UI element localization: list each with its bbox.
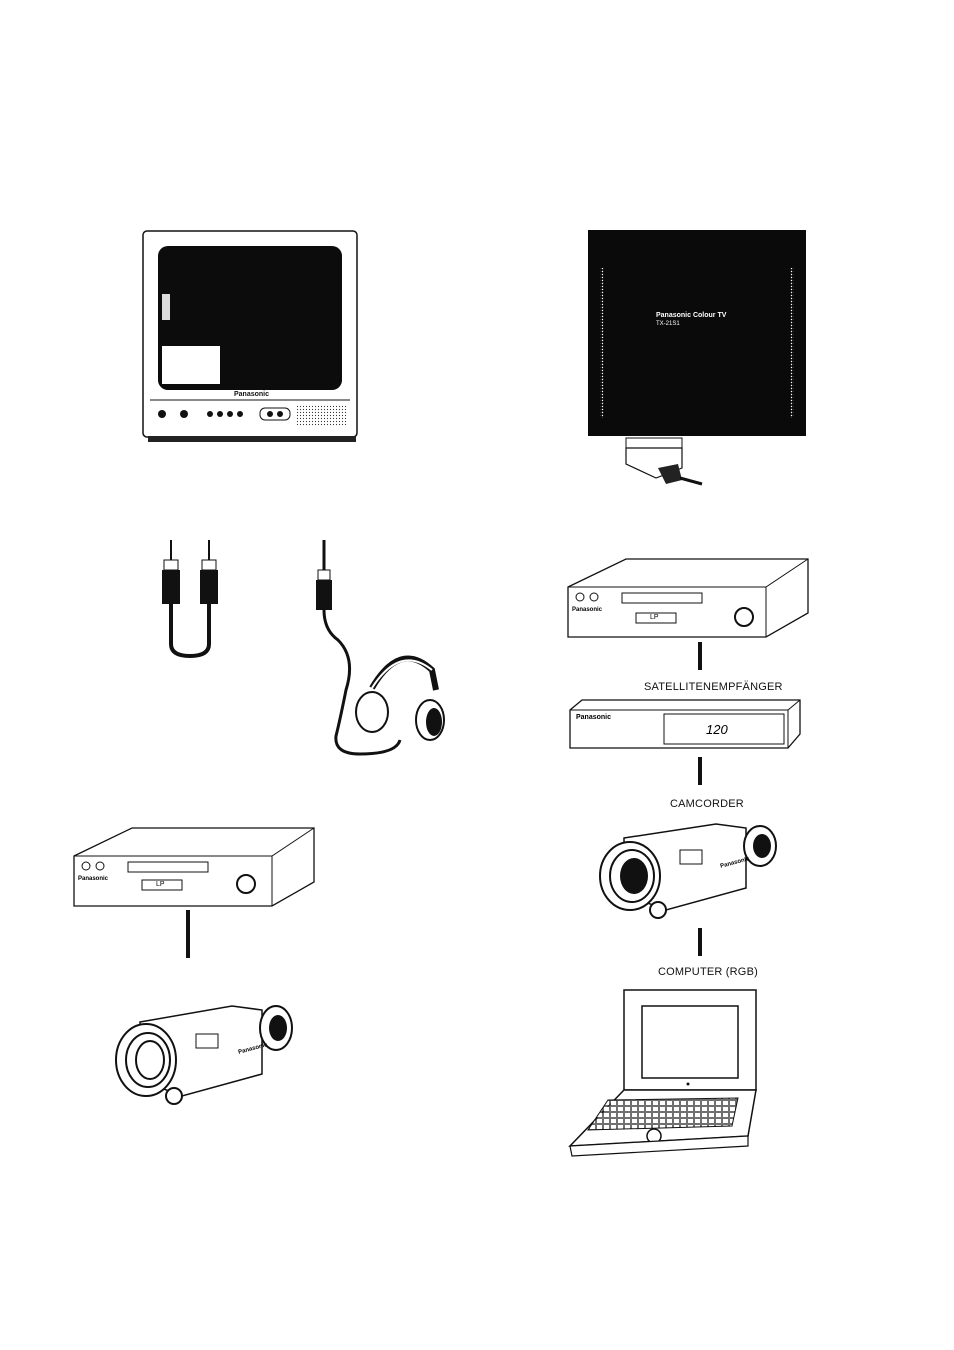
satellite-receiver: Panasonic 120 [568,698,802,750]
vcr-right-display: LP [650,614,659,621]
vcr-right: Panasonic LP [566,557,810,641]
tv-rear-illustration [586,228,808,490]
tv-rear-label-title: Panasonic Colour TV [656,312,736,320]
satellite-receiver-illustration [568,698,802,750]
connector-camcorder-computer [698,928,702,956]
vcr-left-illustration [72,826,316,910]
laptop-illustration [568,986,768,1162]
connector-vcr-satellite [698,642,702,670]
camcorder-left: Panasonic [110,996,296,1108]
headphones-illustration [300,540,450,768]
camcorder-left-illustration [110,996,296,1108]
connector-satellite-camcorder [698,757,702,785]
computer-label: COMPUTER (RGB) [658,966,758,978]
vcr-left: Panasonic LP [72,826,316,910]
vcr-left-brand: Panasonic [78,876,108,882]
headphones [300,540,450,768]
vcr-right-brand: Panasonic [572,607,602,613]
satellite-brand: Panasonic [576,714,611,721]
tv-front-illustration [140,228,360,450]
tv-front-brand: Panasonic [234,391,269,398]
camcorder-right-illustration [596,814,780,920]
vcr-right-illustration [566,557,810,641]
vcr-left-display: LP [156,881,165,888]
connector-vcr-camcorder-left [186,910,190,958]
tv-rear: Panasonic Colour TV TX-21S1 [586,228,808,490]
tv-rear-label-model: TX-21S1 [656,320,736,328]
rca-cable-illustration [150,540,230,660]
satellite-display: 120 [706,722,728,737]
tv-rear-label: Panasonic Colour TV TX-21S1 [656,312,736,328]
satellite-label: SATELLITENEMPFÄNGER [644,681,783,693]
rca-cable [150,540,230,660]
tv-front: Panasonic [140,228,360,450]
camcorder-label: CAMCORDER [670,798,744,810]
camcorder-right: Panasonic [596,814,780,920]
laptop-computer [568,986,768,1162]
